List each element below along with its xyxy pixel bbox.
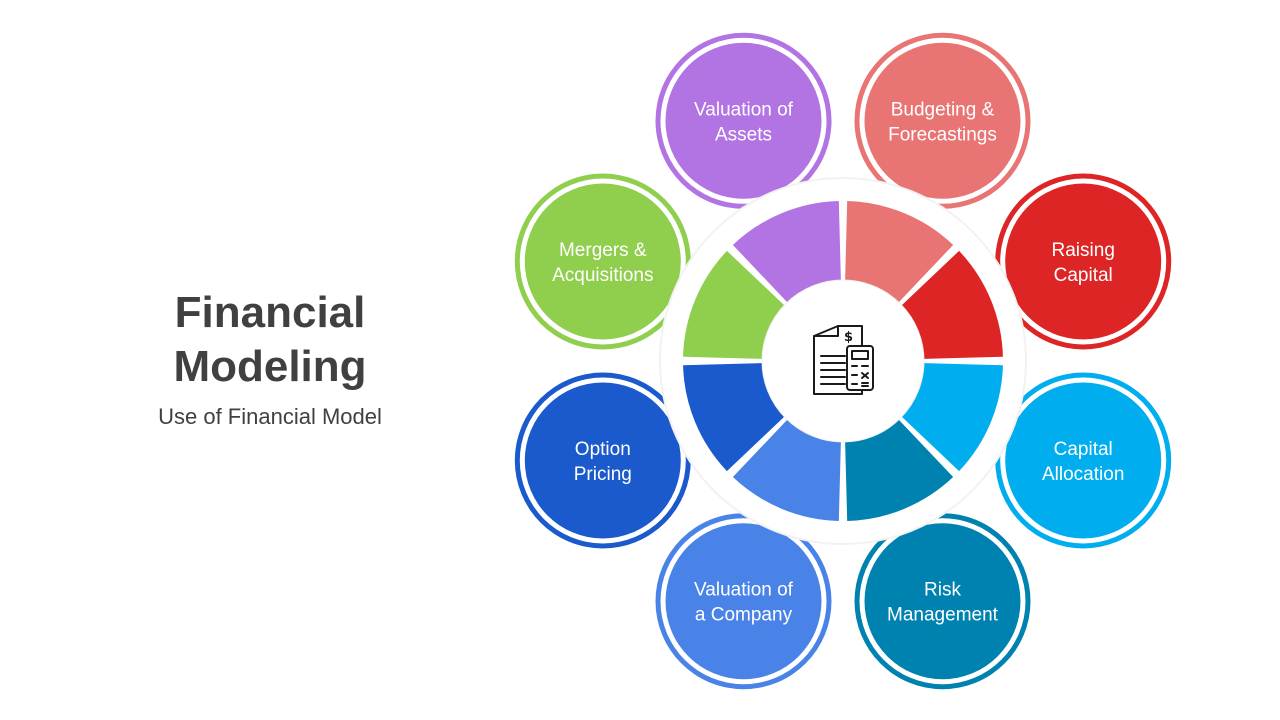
petal-disc [524,382,681,539]
sector-capital-allocation [901,363,1003,472]
petal-budgeting-and-forecastings: Budgeting & Forecastings [854,32,1031,209]
sector-group [683,201,1003,521]
petal-label: a Company [695,605,793,626]
sector-valuation-of-assets [732,201,841,303]
petal-label: Pricing [574,464,632,485]
petal-label: Option [575,439,631,460]
petal-label: Assets [715,124,772,145]
sector-risk-management [845,419,954,521]
financial-statement-calculator-icon: $ [813,325,874,395]
petal-mergers-and-acquisitions: Mergers & Acquisitions [514,173,691,350]
petal-label: Capital [1054,439,1113,460]
petal-label: Raising [1052,240,1115,261]
subtitle: Use of Financial Model [158,404,382,429]
petal-label: Mergers & [559,240,647,261]
title-line-2: Modeling [173,342,367,391]
petal-label: Valuation of [694,99,794,120]
petal-disc [524,183,681,340]
petal-label: Valuation of [694,580,794,601]
sector-option-pricing [683,363,785,472]
wheel-center [761,279,925,443]
sector-raising-capital [901,250,1003,359]
petal-group: Budgeting &ForecastingsRaisingCapitalCap… [514,32,1172,690]
petal-label: Risk [924,580,961,601]
petal-disc [665,523,822,680]
petal-disc [864,42,1021,199]
petal-label: Forecastings [888,124,997,145]
petal-label: Capital [1054,265,1113,286]
petal-label: Acquisitions [552,265,653,286]
petal-valuation-of-assets: Valuation of Assets [655,32,832,209]
sector-budgeting-and-forecastings [845,201,954,303]
petal-label: Allocation [1042,464,1124,485]
petal-disc [1005,183,1162,340]
petal-disc [864,523,1021,680]
svg-text:$: $ [844,330,853,345]
sector-mergers-and-acquisitions [683,250,785,359]
petal-valuation-of-a-company: Valuation of a Company [655,513,832,690]
petal-label: Management [887,605,999,626]
petal-label: Budgeting & [891,99,995,120]
sector-valuation-of-a-company [732,419,841,521]
title-block: Financial Modeling Use of Financial Mode… [110,286,430,430]
petal-disc [665,42,822,199]
title-line-1: Financial [174,288,366,337]
petal-disc [1005,382,1162,539]
